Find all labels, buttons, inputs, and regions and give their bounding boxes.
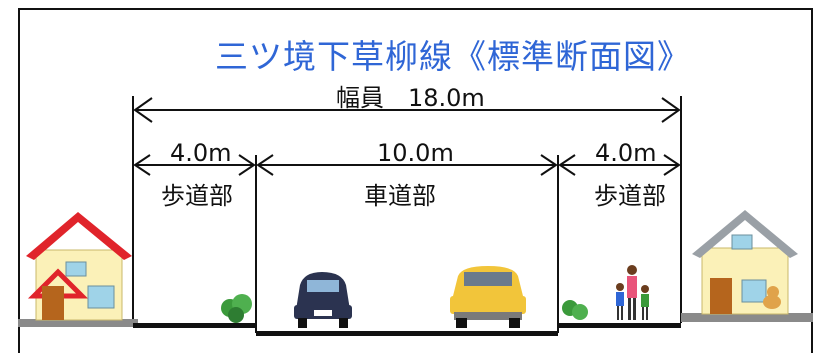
dark-car-icon: [294, 272, 352, 328]
right-sidewalk-name: 歩道部: [594, 182, 666, 210]
left-lot-ground: [18, 319, 138, 327]
total-width-label: 幅員 18.0m: [336, 84, 485, 112]
roadway-width: 10.0m: [377, 139, 454, 167]
roadway-name: 車道部: [364, 182, 436, 210]
roadway-surface: [256, 331, 558, 336]
right-sidewalk-surface: [558, 323, 681, 328]
diagram-frame: [18, 8, 813, 353]
right-lot-ground: [681, 313, 813, 322]
left-sidewalk-surface: [133, 323, 256, 328]
house-left-icon: [26, 212, 132, 321]
total-width-arrow: [133, 97, 681, 123]
dog-icon: [763, 286, 781, 309]
diagram-title: 三ツ境下草柳線《標準断面図》: [215, 37, 691, 76]
right-sidewalk-arrow: [558, 154, 681, 176]
house-right-icon: [692, 210, 798, 315]
shrub-icon-right: [562, 300, 588, 320]
shrub-icon-left: [221, 294, 252, 323]
left-sidewalk-arrow: [133, 154, 256, 176]
roadway-arrow: [256, 154, 558, 176]
pedestrians-icon: [616, 265, 649, 320]
right-sidewalk-width: 4.0m: [595, 139, 657, 167]
left-sidewalk-width: 4.0m: [170, 139, 232, 167]
left-sidewalk-name: 歩道部: [161, 182, 233, 210]
yellow-car-icon: [450, 266, 526, 328]
